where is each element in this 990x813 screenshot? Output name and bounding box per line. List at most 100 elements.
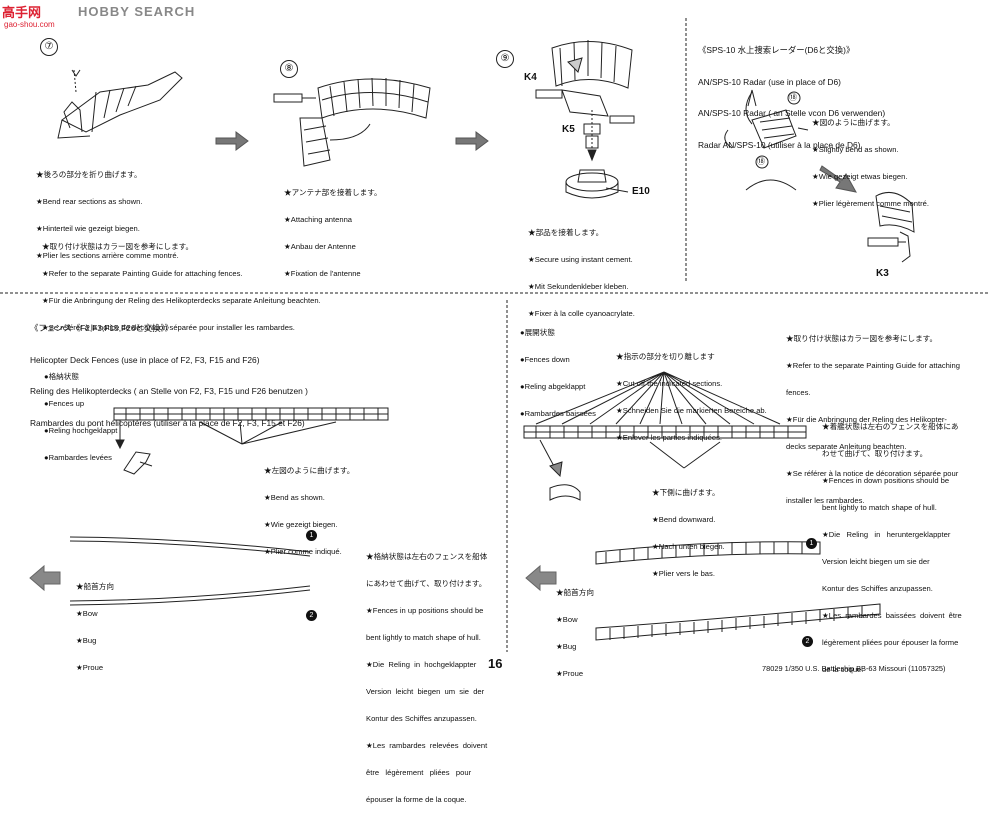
note-line: ★着艦状態は左右のフェンスを船体にあ: [822, 422, 959, 431]
title-line: Rambardes du pont hélicoptères (utiliser…: [30, 417, 305, 428]
title-line: 《SPS-10 水上捜索レーダー(D6と交換)》: [698, 45, 855, 55]
note-line: ★Attaching antenna: [284, 215, 353, 224]
flow-arrow-2: [455, 131, 489, 151]
note-line: ★Bend as shown.: [264, 493, 325, 502]
page-number: 16: [488, 656, 503, 671]
step-9-notes: ★部品を接着します。 ★Secure using instant cement.…: [528, 210, 635, 327]
note-line: ★Cut off the indicated sections.: [616, 379, 723, 388]
note-line: ★Plier comme indiqué.: [264, 547, 342, 556]
note-line: Version leicht biegen um sie der: [822, 557, 930, 566]
note-line: de la coque.: [822, 665, 864, 674]
note-line: ★Slightly bend as shown.: [812, 145, 899, 154]
note-line: ★下側に曲げます。: [652, 488, 720, 497]
bow-direction-left: ★船首方向 ★Bow ★Bug ★Proue: [76, 564, 114, 681]
note-line: ★Proue: [76, 663, 104, 672]
legend-line: ●格納状態: [44, 372, 79, 381]
step7-drawing: [57, 69, 183, 139]
legend-line: ●Fences up: [44, 399, 85, 408]
note-line: ★図のように曲げます。: [812, 118, 895, 127]
note-line: légèrement pliées pour épouser la forme: [822, 638, 959, 647]
radar-title: 《SPS-10 水上捜索レーダー(D6と交換)》 AN/SPS-10 Radar…: [698, 24, 885, 161]
part-label-k4: K4: [524, 72, 537, 83]
marker-1-right: 1: [806, 538, 817, 549]
note-line: ★格納状態は左右のフェンスを船体: [366, 552, 488, 561]
note-line: être légèrement pliées pour: [366, 768, 472, 777]
fences-down-hull-notes: ★着艦状態は左右のフェンスを船体にあ わせて曲げて、取り付けます。 ★Fence…: [822, 404, 962, 683]
fences-painting-note: ★取り付け状態はカラー図を参考にします。 ★Refer to the separ…: [42, 224, 321, 341]
fences-down-drawing: [523, 371, 881, 641]
step-7-notes: ★後ろの部分を折り曲げます。 ★Bend rear sections as sh…: [36, 152, 179, 269]
note-line: ★Wie gezeigt biegen.: [264, 520, 338, 529]
note-line: ★Plier légèrement comme montré.: [812, 199, 929, 208]
title-line: AN/SPS-10 Radar ( an Stelle vcon D6 verw…: [698, 108, 886, 118]
bend-down-notes: ★下側に曲げます。 ★Bend downward. ★Nach unten bi…: [652, 470, 725, 587]
watermark-logo: 高手网: [2, 5, 42, 20]
note-line: decks separate Anleitung beachten.: [786, 442, 907, 451]
note-line: fences.: [786, 388, 811, 397]
note-line: ★Fixer à la colle cyanoacrylate.: [528, 309, 635, 318]
part-label-k3: K3: [876, 268, 889, 279]
note-line: Version leicht biegen um sie der: [366, 687, 485, 696]
marker-1-left: 1: [306, 530, 317, 541]
note-line: ★Secure using instant cement.: [528, 255, 633, 264]
title-line: 《フェンス《F2,F3,F15,F26と交換》》: [30, 323, 174, 333]
note-line: ★Bug: [556, 642, 577, 651]
note-line: ★Mit Sekundenkleber kleben.: [528, 282, 629, 291]
note-line: ★Plier vers le bas.: [652, 569, 715, 578]
note-line: ★部品を接着します。: [528, 228, 604, 237]
note-line: ★船首方向: [76, 582, 114, 591]
step-7-number: ⑦: [40, 38, 58, 56]
note-line: ★左図のように曲げます。: [264, 466, 355, 475]
fences-up-bend-notes: ★左図のように曲げます。 ★Bend as shown. ★Wie gezeig…: [264, 448, 354, 565]
note-line: ★Bug: [76, 636, 97, 645]
radar-callout-top: ⑱: [789, 93, 797, 102]
part-label-e10: E10: [632, 186, 650, 197]
note-line: Kontur des Schiffes anzupassen.: [822, 584, 933, 593]
cut-notes: ★指示の部分を切り離します ★Cut off the indicated sec…: [616, 334, 767, 451]
note-line: installer les rambardes.: [786, 496, 865, 505]
title-line: Helicopter Deck Fences (use in place of …: [30, 354, 260, 365]
note-line: ★Bow: [556, 615, 578, 624]
note-line: ★Bend rear sections as shown.: [36, 197, 143, 206]
title-line: Reling des Helikopterdecks ( an Stelle v…: [30, 386, 308, 396]
note-line: ★後ろの部分を折り曲げます。: [36, 170, 142, 179]
instruction-drawings: [0, 18, 990, 652]
note-line: épouser la forme de la coque.: [366, 795, 467, 804]
marker-2-left: 2: [306, 610, 317, 621]
note-line: ★Fences in down positions should be: [822, 476, 950, 485]
step9-drawing: [535, 40, 635, 199]
step-8-notes: ★アンテナ部を接着します。 ★Attaching antenna ★Anbau …: [284, 170, 382, 287]
legend-line: ●Reling abgeklappt: [520, 382, 586, 391]
fences-up-drawing: [29, 407, 389, 606]
note-line: ★船首方向: [556, 588, 594, 597]
radar-drawing: [724, 89, 915, 263]
note-line: ★Anbau der Antenne: [284, 242, 356, 251]
note-line: ★Wie gezeigt etwas biegen.: [812, 172, 908, 181]
note-line: ★指示の部分を切り離します: [616, 352, 715, 361]
note-line: ★Enlever les parties indiquées.: [616, 433, 723, 442]
note-line: ★Les rambardes baissées doivent être: [822, 611, 962, 620]
note-line: ★Für die Anbringung der Reling des Helik…: [786, 415, 947, 424]
legend-line: ●Reling hochgeklappt: [44, 426, 118, 435]
flow-arrow-1: [215, 131, 249, 151]
title-line: Radar AN/SPS-10 (utiliser à la place de …: [698, 139, 861, 150]
note-line: ★Fences in up positions should be: [366, 606, 484, 615]
note-line: ★Für die Anbringung der Reling des Helik…: [42, 296, 321, 305]
fences-up-hull-notes: ★格納状態は左右のフェンスを船体 にあわせて曲げて、取り付けます。 ★Fence…: [366, 534, 487, 813]
note-line: ★Se référer à la notice de décoration sé…: [786, 469, 959, 478]
note-line: ★Les rambardes relevées doivent: [366, 741, 488, 750]
note-line: ★アンテナ部を接着します。: [284, 188, 382, 197]
fences-down-legend: ●展開状態 ●Fences down ●Reling abgeklappt ●R…: [520, 310, 596, 427]
note-line: Kontur des Schiffes anzupassen.: [366, 714, 477, 723]
note-line: ★Die Reling in heruntergeklappter: [822, 530, 951, 539]
note-line: ★Refer to the separate Painting Guide fo…: [42, 269, 243, 278]
note-line: ★Schneiden Sie die markierten Bereiche a…: [616, 406, 767, 415]
note-line: ★Hinterteil wie gezeigt biegen.: [36, 224, 140, 233]
title-line: AN/SPS-10 Radar (use in place of D6): [698, 76, 841, 87]
legend-line: ●Rambardes levées: [44, 453, 112, 462]
note-line: ★Bow: [76, 609, 98, 618]
fences-down-painting-notes: ★取り付け状態はカラー図を参考にします。 ★Refer to the separ…: [786, 316, 960, 514]
watermark-url: gao-shou.com: [4, 20, 55, 29]
note-line: ★Nach unten biegen.: [652, 542, 725, 551]
radar-notes: ★図のように曲げます。 ★Slightly bend as shown. ★Wi…: [812, 100, 929, 217]
